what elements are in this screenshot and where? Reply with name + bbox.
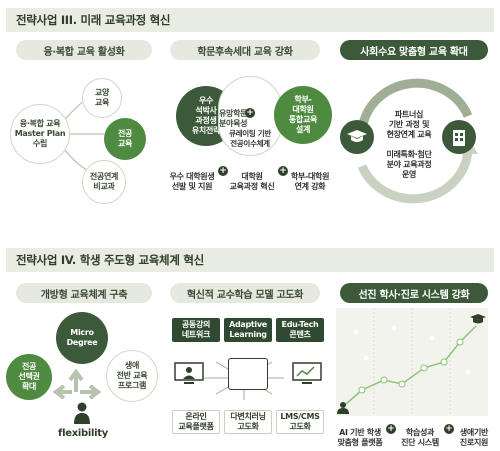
col2-title-pill: 학문후속세대 교육 강화 <box>170 40 320 60</box>
multi-learning-box: 다변치러닝 고도화 <box>224 410 272 434</box>
major-choice-circle: 전공 선택권 확대 <box>6 354 52 400</box>
curating-text: 큐레이팅 기반 전공이수체계 <box>229 129 271 148</box>
s2-col3-title: 선진 학사·진로 시스템 강화 <box>358 289 470 301</box>
person-icon <box>74 402 90 424</box>
col3-title-pill: 사회수요 맞춤형 교육 확대 <box>340 40 488 60</box>
section-3-title: 전략사업 III. 미래 교육과정 혁신 <box>16 13 171 27</box>
s2-col2-title: 혁신적 교수학습 모델 고도화 <box>186 289 304 301</box>
lms-cms-box: LMS/CMS 고도화 <box>276 410 324 434</box>
online-platform-box: 온라인 교육플랫폼 <box>172 410 220 434</box>
graduation-cap-icon <box>470 314 486 324</box>
computer-icon <box>174 362 204 386</box>
s2-col2-title-pill: 혁신적 교수학습 모델 고도화 <box>170 283 320 303</box>
col1-title: 융·복합 교육 활성화 <box>43 46 125 58</box>
plus-icon: + <box>245 108 255 118</box>
section-3-header: 전략사업 III. 미래 교육과정 혁신 <box>6 8 494 32</box>
section-4-header: 전략사업 IV. 학생 주도형 교육체계 혁신 <box>6 248 494 272</box>
s2-col3-title-pill: 선진 학사·진로 시스템 강화 <box>340 283 488 303</box>
central-device-icon <box>228 358 268 390</box>
plus-icon: + <box>444 424 454 434</box>
extracurricular-circle: 전공연계 비교과 <box>82 160 126 204</box>
edutech-box: Edu-Tech 콘텐츠 <box>276 318 324 342</box>
s2-col1-title: 개방형 교육체계 구축 <box>40 289 128 301</box>
col2-title: 학문후속세대 교육 강화 <box>197 46 293 58</box>
integrated-ed-circle: 학부- 대학원 통합교육 설계 <box>274 86 332 144</box>
col1-title-pill: 융·복합 교육 활성화 <box>16 40 152 60</box>
future-field-text: 미래특화·첨단 분야 교육과정 운영 <box>386 150 432 179</box>
col2-bottom-1: 우수 대학원생 선발 및 지원 <box>169 172 215 191</box>
joint-lecture-box: 공동강의 네트워크 <box>172 318 220 342</box>
diagnosis-text: 학습성과 진단 시스템 <box>401 428 439 447</box>
micro-degree-circle: Micro Degree <box>56 312 108 364</box>
ai-platform-text: AI 기반 학생 맞춤형 플랫폼 <box>337 428 383 447</box>
arrow-icon <box>52 368 102 400</box>
liberal-ed-circle: 교양 교육 <box>82 78 122 118</box>
partnership-text: 파트너십 기반 과정 및 현장연계 교육 <box>386 110 432 139</box>
plus-icon: + <box>386 424 396 434</box>
career-support-text: 생애기반 진로지원 <box>459 428 489 447</box>
s2-col1-title-pill: 개방형 교육체계 구축 <box>16 283 152 303</box>
monitor-chart-icon <box>292 362 322 386</box>
section-4-title: 전략사업 IV. 학생 주도형 교육체계 혁신 <box>16 253 204 267</box>
growth-chart <box>345 308 477 416</box>
col3-title: 사회수요 맞춤형 교육 확대 <box>360 46 468 58</box>
graduation-cap-icon <box>340 120 374 154</box>
major-ed-circle: 전공 교육 <box>104 118 146 160</box>
plus-icon: + <box>218 166 228 176</box>
plus-icon: + <box>278 166 288 176</box>
flexibility-label: flexibility <box>58 428 108 439</box>
adaptive-learning-box: Adaptive Learning <box>224 318 272 342</box>
col2-bottom-3: 학부-대학원 연계 강화 <box>290 172 330 191</box>
col2-bottom-2: 대학원 교육과정 혁신 <box>229 172 275 191</box>
masterplan-circle: 융·복합 교육 Master Plan 수립 <box>10 104 70 164</box>
person-icon <box>337 402 349 414</box>
lifelong-program-circle: 생애 전반 교육 프로그램 <box>106 350 158 402</box>
building-icon <box>442 120 476 154</box>
